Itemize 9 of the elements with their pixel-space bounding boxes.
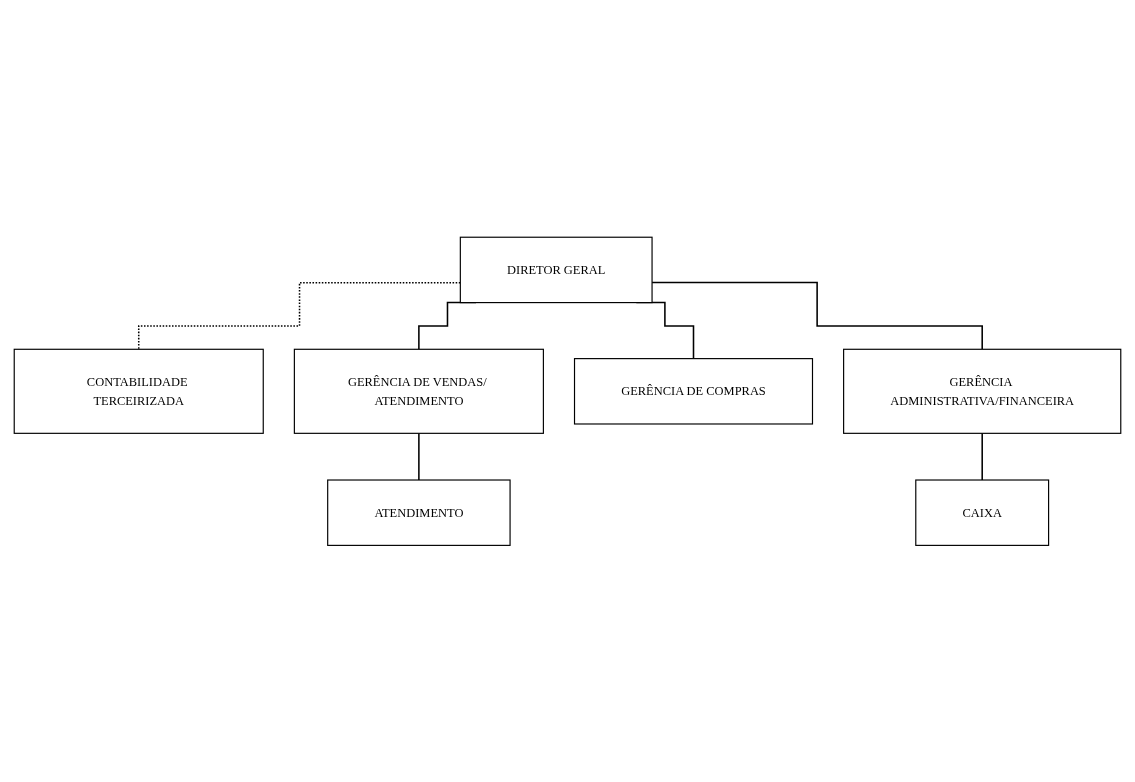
connector	[981, 432, 983, 481]
node-box: DIRETOR GERAL	[459, 236, 653, 303]
node-box: CONTABILIDADE TERCEIRIZADA	[13, 348, 264, 434]
connector	[418, 432, 420, 481]
node-box: GERÊNCIA DE COMPRAS	[573, 357, 814, 425]
node-box: ATENDIMENTO	[327, 479, 511, 546]
node-box: CAIXA	[915, 479, 1050, 546]
node-box: GERÊNCIA ADMINISTRATIVA/FINANCEIRA	[843, 348, 1122, 434]
node-box: GERÊNCIA DE VENDAS/ ATENDIMENTO	[293, 348, 544, 434]
